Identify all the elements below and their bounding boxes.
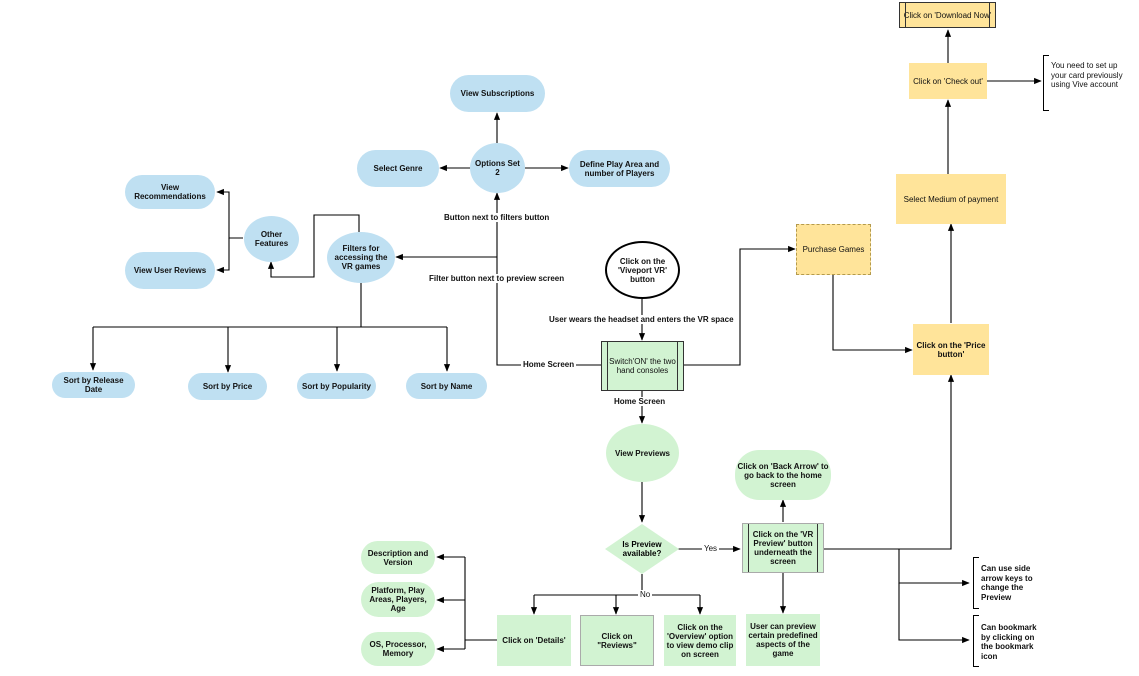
desc-version-node: Description and Version (361, 541, 435, 574)
user-can-preview-node: User can preview certain predefined aspe… (746, 614, 820, 666)
preview-decision-label: Is Preview available? (622, 540, 662, 558)
other-features-label: Other Features (254, 230, 289, 248)
options-set-2-node: Options Set 2 (470, 143, 525, 193)
price-button-node: Click on the 'Price button' (913, 324, 989, 375)
price-button-label: Click on the 'Price button' (916, 340, 986, 359)
preview-decision-node: Is Preview available? (605, 524, 679, 574)
filters-label: Filters for accessing the VR games (334, 244, 388, 271)
os-processor-label: OS, Processor, Memory (369, 640, 427, 658)
user-can-preview-label: User can preview certain predefined aspe… (748, 622, 818, 658)
edge-label-home-screen-left: Home Screen (521, 360, 577, 369)
sort-popularity-label: Sort by Popularity (302, 381, 371, 391)
select-genre-node: Select Genre (357, 150, 439, 187)
bookmark-note-bracket (973, 615, 979, 667)
os-processor-node: OS, Processor, Memory (361, 632, 435, 666)
back-arrow-node: Click on 'Back Arrow' to go back to the … (735, 450, 831, 500)
side-arrow-note-bracket (973, 557, 979, 609)
card-note-bracket (1043, 55, 1049, 111)
switch-on-label: Switch'ON' the two hand consoles (609, 357, 676, 375)
check-out-label: Click on 'Check out' (913, 76, 983, 86)
select-genre-label: Select Genre (373, 164, 423, 173)
define-play-area-label: Define Play Area and number of Players (579, 159, 660, 178)
check-out-node: Click on 'Check out' (909, 63, 987, 99)
view-user-reviews-label: View User Reviews (133, 266, 207, 275)
edge-label-button-next-filters: Button next to filters button (442, 213, 552, 222)
download-now-node: Click on 'Download Now' (899, 2, 996, 28)
desc-version-label: Description and Version (367, 548, 429, 567)
view-subscriptions-node: View Subscriptions (450, 75, 545, 112)
viveport-start-node: Click on the 'Viveport VR' button (605, 241, 680, 299)
click-details-node: Click on 'Details' (497, 615, 571, 666)
platform-label: Platform, Play Areas, Players, Age (369, 586, 427, 613)
sort-price-node: Sort by Price (188, 373, 267, 400)
sort-name-node: Sort by Name (406, 373, 487, 399)
view-user-reviews-node: View User Reviews (125, 252, 215, 289)
edge-label-user-wears: User wears the headset and enters the VR… (547, 315, 736, 324)
other-features-node: Other Features (244, 216, 299, 262)
view-previews-node: View Previews (606, 424, 679, 482)
view-recommendations-label: View Recommendations (134, 183, 206, 201)
side-arrow-note: Can use side arrow keys to change the Pr… (981, 564, 1033, 602)
viveport-start-label: Click on the 'Viveport VR' button (617, 256, 667, 284)
purchase-games-node: Purchase Games (796, 224, 871, 275)
sort-release-node: Sort by Release Date (52, 372, 135, 398)
click-overview-label: Click on the 'Overview' option to view d… (666, 622, 734, 659)
click-details-label: Click on 'Details' (502, 636, 566, 645)
card-note: You need to set up your card previously … (1051, 61, 1123, 89)
view-subscriptions-label: View Subscriptions (460, 89, 535, 98)
back-arrow-label: Click on 'Back Arrow' to go back to the … (737, 461, 829, 489)
define-play-area-node: Define Play Area and number of Players (569, 150, 670, 187)
purchase-games-label: Purchase Games (802, 245, 865, 254)
click-overview-node: Click on the 'Overview' option to view d… (664, 615, 736, 666)
sort-name-label: Sort by Name (420, 381, 473, 391)
click-reviews-node: Click on "Reviews" (580, 615, 654, 666)
sort-price-label: Sort by Price (202, 382, 253, 391)
view-previews-label: View Previews (615, 448, 670, 458)
edge-label-home-screen-below: Home Screen (612, 397, 668, 406)
view-recommendations-node: View Recommendations (125, 175, 215, 209)
decision-diamond-shape (605, 524, 679, 574)
sort-release-label: Sort by Release Date (63, 376, 124, 394)
edge-label-no: No (638, 590, 653, 599)
sort-popularity-node: Sort by Popularity (297, 373, 376, 399)
vr-preview-node: Click on the 'VR Preview' button underne… (742, 523, 824, 573)
edge-label-filter-next-preview: Filter button next to preview screen (427, 274, 567, 283)
download-now-label: Click on 'Download Now' (903, 10, 992, 20)
filters-node: Filters for accessing the VR games (327, 232, 395, 283)
select-medium-payment-label: Select Medium of payment (903, 194, 999, 204)
bookmark-note: Can bookmark by clicking on the bookmark… (981, 623, 1037, 661)
vr-preview-label: Click on the 'VR Preview' button underne… (752, 530, 814, 566)
click-reviews-label: Click on "Reviews" (597, 631, 637, 650)
options-set-2-label: Options Set 2 (475, 159, 520, 177)
edge-label-yes: Yes (702, 544, 720, 553)
switch-on-node: Switch'ON' the two hand consoles (601, 341, 684, 391)
platform-node: Platform, Play Areas, Players, Age (361, 582, 435, 617)
select-medium-payment-node: Select Medium of payment (896, 174, 1006, 224)
